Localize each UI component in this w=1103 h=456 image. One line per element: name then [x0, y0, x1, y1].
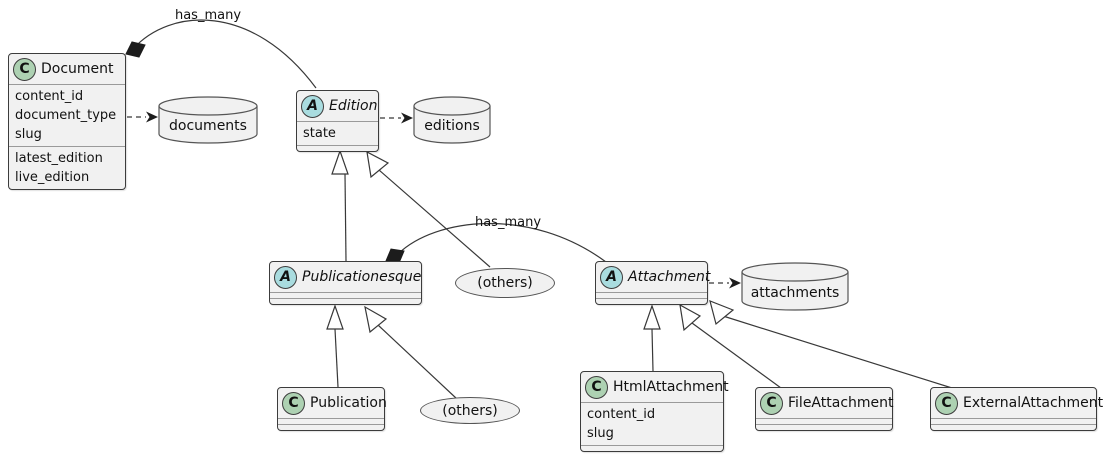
abstract-icon: A — [301, 94, 324, 118]
class-name-publication: Publication — [310, 395, 387, 411]
edge-edition-to-editions-db — [380, 112, 413, 124]
class-externalattachment: C ExternalAttachment — [930, 387, 1103, 431]
class-icon: C — [935, 391, 958, 415]
editions-database-icon — [413, 96, 491, 144]
publication-attributes-empty — [278, 418, 384, 424]
publicationesque-methods-empty — [270, 298, 421, 304]
abstract-icon: A — [274, 265, 297, 289]
abstract-icon: A — [600, 265, 623, 289]
class-publication: C Publication — [277, 387, 387, 431]
field-slug: slug — [15, 127, 42, 142]
edge-attachment-to-attachments-db — [709, 277, 741, 289]
field-latest-edition: latest_edition — [15, 151, 103, 166]
others-label: (others) — [442, 402, 498, 419]
others-publicationesque-node: (others) — [420, 397, 520, 424]
publicationesque-attributes-empty — [270, 292, 421, 298]
document-methods: latest_edition live_edition — [9, 146, 125, 189]
attachment-attributes-empty — [596, 292, 707, 298]
edge-others2-extends-publicationesque — [364, 305, 458, 400]
edge-publicationesque-extends-edition — [331, 149, 349, 262]
documents-database-label: documents — [169, 118, 247, 134]
others-edition-node: (others) — [455, 268, 555, 298]
fileattachment-methods-empty — [756, 424, 892, 430]
class-edition: A Edition state — [296, 90, 379, 152]
class-icon: C — [760, 391, 783, 415]
field-document-type: document_type — [15, 108, 117, 123]
class-icon: C — [13, 57, 36, 81]
field-slug: slug — [587, 426, 614, 441]
edge-others-extends-edition — [366, 150, 491, 268]
class-name-attachment: Attachment — [628, 269, 711, 285]
edge-externalattachment-extends-attachment — [709, 300, 953, 389]
edge-fileattachment-extends-attachment — [679, 303, 782, 389]
attachments-database-label: attachments — [750, 285, 840, 301]
externalattachment-methods-empty — [931, 424, 1096, 430]
class-document: C Document content_id document_type slug… — [8, 53, 126, 190]
field-content-id: content_id — [15, 89, 84, 104]
editions-database-label: editions — [424, 118, 480, 134]
class-icon: C — [585, 375, 608, 399]
class-name-document: Document — [41, 61, 114, 77]
fileattachment-attributes-empty — [756, 418, 892, 424]
class-attachment: A Attachment — [595, 261, 711, 305]
htmlattachment-methods-empty — [581, 445, 723, 451]
edition-attributes: state — [297, 121, 378, 145]
attachments-database-icon — [741, 262, 849, 311]
externalattachment-attributes-empty — [931, 418, 1096, 424]
edge-publication-extends-publicationesque — [326, 304, 344, 388]
class-icon: C — [282, 391, 305, 415]
htmlattachment-attributes: content_id slug — [581, 402, 723, 445]
documents-database-icon — [158, 96, 258, 144]
edge-document-has-many-editions — [125, 19, 317, 89]
field-state: state — [303, 126, 336, 141]
others-label: (others) — [477, 275, 533, 291]
document-attributes: content_id document_type slug — [9, 84, 125, 146]
attachment-methods-empty — [596, 298, 707, 304]
class-name-edition: Edition — [329, 98, 378, 114]
class-htmlattachment: C HtmlAttachment content_id slug — [580, 371, 729, 452]
class-name-htmlattachment: HtmlAttachment — [613, 379, 729, 395]
field-live-edition: live_edition — [15, 170, 90, 185]
edge-document-to-documents-db — [127, 111, 158, 123]
edge-htmlattachment-extends-attachment — [643, 304, 661, 372]
field-content-id: content_id — [587, 407, 656, 422]
class-name-externalattachment: ExternalAttachment — [963, 395, 1103, 411]
class-publicationesque: A Publicationesque — [269, 261, 422, 305]
edge-label-has-many-mid: has_many — [474, 215, 542, 230]
class-name-publicationesque: Publicationesque — [302, 269, 422, 285]
publication-methods-empty — [278, 424, 384, 430]
class-fileattachment: C FileAttachment — [755, 387, 894, 431]
edition-methods-empty — [297, 145, 378, 151]
edge-label-has-many-top: has_many — [174, 8, 242, 23]
class-name-fileattachment: FileAttachment — [788, 395, 894, 411]
